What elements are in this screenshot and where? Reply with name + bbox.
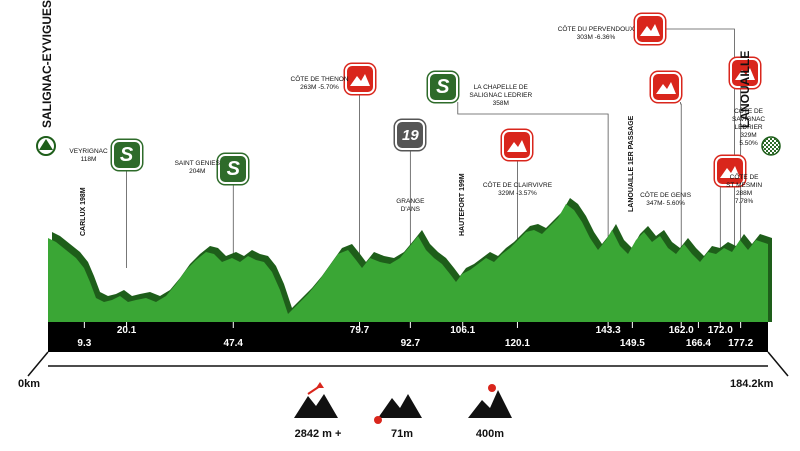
legend-min-altitude: 71m bbox=[390, 428, 414, 440]
km-tick-label: 162.0 bbox=[668, 325, 694, 336]
legend-max-altitude: 400m bbox=[475, 428, 505, 440]
point-label-line: 329M bbox=[740, 132, 757, 139]
point-label-line: SAINT GENIES bbox=[174, 160, 220, 167]
km-tick-label: 149.5 bbox=[619, 338, 645, 349]
leader-line bbox=[457, 102, 609, 240]
sprint-icon: S bbox=[218, 154, 249, 184]
km-tick-label: 177.2 bbox=[728, 338, 754, 349]
point-label-line: CÔTE DE bbox=[729, 174, 759, 181]
min-altitude-icon bbox=[374, 394, 422, 424]
distance-axis-left-cap bbox=[27, 351, 49, 377]
max-altitude-icon bbox=[468, 384, 512, 418]
point-label-line: LÉDRIER bbox=[734, 124, 763, 131]
point-label-line: 303M -6.36% bbox=[576, 34, 616, 41]
point-label-line: SALIGNAC LEDRIER bbox=[469, 92, 533, 99]
mountain-glyph bbox=[349, 74, 370, 86]
legend-total-ascent: 2842 m + bbox=[294, 428, 342, 440]
point-label-line: SAVIGNAC bbox=[731, 116, 766, 123]
km-tick-label: 79.7 bbox=[349, 325, 370, 336]
leader-line bbox=[680, 102, 682, 262]
start-km-label: 0km bbox=[18, 378, 41, 390]
point-label-line: 7.78% bbox=[734, 198, 754, 205]
km-tick-label: 47.4 bbox=[223, 338, 243, 349]
start-marker-icon bbox=[39, 139, 53, 150]
km-tick-label: 9.3 bbox=[77, 338, 92, 349]
climb-cat4-icon bbox=[650, 72, 681, 102]
climb-cat4-icon bbox=[502, 130, 533, 160]
profile-fill bbox=[48, 204, 768, 322]
point-label-line: LA CHAPELLE DE bbox=[473, 84, 528, 91]
point-label-line: 288M bbox=[735, 190, 753, 197]
point-label-line: ST MESMIN bbox=[726, 182, 763, 189]
stage-number: 19 bbox=[402, 126, 419, 144]
point-label-line: 329M -3.57% bbox=[498, 190, 537, 197]
km-tick-label: 172.0 bbox=[707, 325, 733, 336]
point-label-line: 358M bbox=[492, 100, 509, 107]
point-label-line: 347M- 5.60% bbox=[646, 200, 685, 207]
mountain-glyph bbox=[720, 166, 741, 178]
km-tick-label: 166.4 bbox=[685, 338, 711, 349]
mountain-glyph bbox=[507, 140, 528, 152]
climb-cat4-icon bbox=[715, 156, 746, 186]
point-label-line: 204M bbox=[189, 168, 206, 175]
mountain-glyph bbox=[734, 68, 755, 80]
sprint-glyph: S bbox=[436, 75, 450, 98]
distance-axis-right-cap bbox=[767, 351, 789, 377]
point-label-line: CÔTE DE GENIS bbox=[640, 192, 692, 199]
sprint-glyph: S bbox=[226, 157, 240, 180]
point-label-line: VEYRIGNAC bbox=[69, 148, 108, 155]
pass-point-label: HAUTEFORT 199M bbox=[458, 173, 466, 236]
point-label-line: 118M bbox=[80, 156, 97, 163]
point-label-line: CÔTE DE CLAIRVIVRE bbox=[482, 182, 553, 189]
point-label-line: CÔTE DU PERVENDOUX bbox=[557, 26, 635, 33]
point-label-line: D'ANS bbox=[400, 206, 420, 213]
sprint-icon: S bbox=[111, 140, 142, 170]
finish-flag-icon bbox=[761, 136, 781, 156]
point-label-line: 263M -5.70% bbox=[300, 84, 339, 91]
sprint-icon: S bbox=[427, 72, 458, 102]
mountain-glyph bbox=[639, 24, 660, 36]
km-tick-label: 143.3 bbox=[595, 325, 621, 336]
start-name: SALIGNAC-EYVIGUES bbox=[40, 0, 54, 128]
sprint-glyph: S bbox=[119, 143, 134, 166]
point-label-line: GRANGE bbox=[396, 198, 425, 205]
pass-point-label: CARLUX 198M bbox=[80, 187, 88, 236]
climb-cat3-icon bbox=[729, 58, 760, 88]
point-label-line: CÔTE DE bbox=[734, 108, 763, 115]
stage-marker-icon: 19 bbox=[395, 120, 426, 150]
point-label-line: CÔTE DE THENON bbox=[290, 76, 349, 83]
mountain-glyph bbox=[655, 82, 676, 94]
climb-cat3-icon bbox=[634, 14, 665, 44]
km-tick-label: 106.1 bbox=[450, 325, 476, 336]
km-tick-label: 120.1 bbox=[504, 338, 530, 349]
total-ascent-icon bbox=[294, 382, 338, 418]
km-band bbox=[48, 322, 768, 352]
km-tick-label: 20.1 bbox=[116, 325, 137, 336]
finish-km-label: 184.2km bbox=[730, 378, 774, 390]
climb-cat3-icon bbox=[344, 64, 375, 94]
finish-name: LANOUAILLE bbox=[738, 50, 752, 128]
point-label-line: 5.50% bbox=[739, 140, 758, 147]
km-tick-label: 92.7 bbox=[400, 338, 421, 349]
